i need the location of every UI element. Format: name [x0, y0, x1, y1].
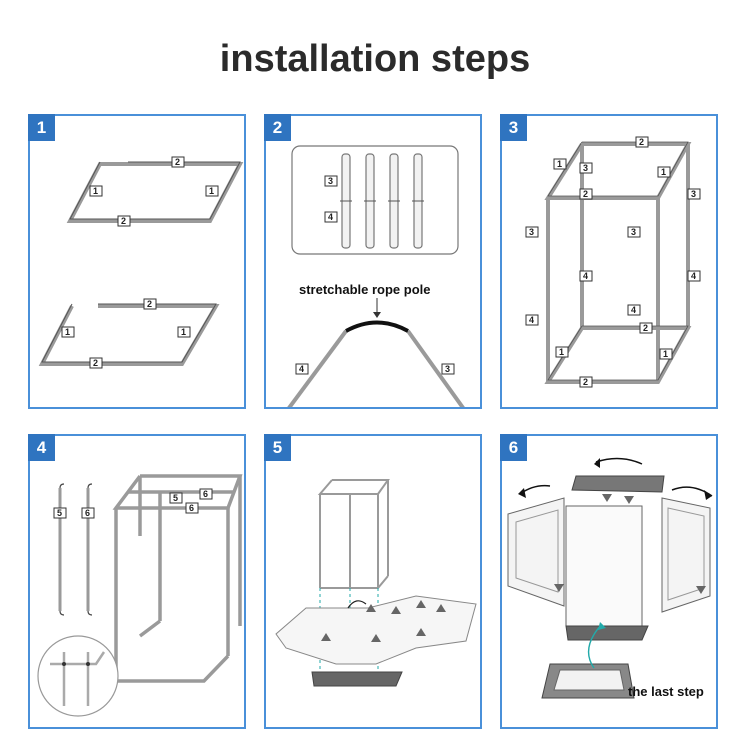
part-label: 2	[93, 358, 98, 368]
part-label: 1	[661, 167, 666, 177]
last-step-caption: the last step	[628, 684, 704, 699]
part-label: 2	[175, 157, 180, 167]
part-label: 4	[529, 315, 534, 325]
part-label: 1	[181, 327, 186, 337]
step-badge-2: 2	[264, 114, 291, 141]
step-panel-3: 3	[500, 114, 718, 409]
step-badge-4: 4	[28, 434, 55, 461]
step-6-diagram	[507, 457, 713, 699]
step-4-diagram: 5 6 5 6 6	[37, 474, 243, 717]
part-label: 3	[583, 163, 588, 173]
part-label: 1	[65, 327, 70, 337]
part-label: 1	[209, 186, 214, 196]
rope-pole	[345, 320, 409, 333]
step-panel-5: 5	[264, 434, 482, 729]
step-1-diagram: 2 1 1 2 2 1 1 2	[38, 156, 244, 369]
part-label: 1	[557, 159, 562, 169]
part-label: 4	[328, 212, 333, 222]
part-label: 2	[639, 137, 644, 147]
poles-box	[291, 145, 459, 255]
step-badge-1: 1	[28, 114, 55, 141]
part-label: 6	[189, 503, 194, 513]
step-panel-1: 1 2 1 1 2 2 1 1 2	[28, 114, 246, 409]
part-label: 4	[631, 305, 636, 315]
step-panel-2: 2 3 4 4	[264, 114, 482, 409]
step-badge-3: 3	[500, 114, 527, 141]
step-2-diagram: 3 4 4 3	[287, 145, 465, 407]
part-label: 6	[85, 508, 90, 518]
part-label: 2	[121, 216, 126, 226]
part-label: 5	[173, 493, 178, 503]
tent-top	[571, 475, 665, 493]
detail-inset	[37, 635, 119, 717]
part-label: 3	[529, 227, 534, 237]
part-label: 2	[147, 299, 152, 309]
page-title: installation steps	[219, 38, 531, 80]
part-label: 6	[203, 489, 208, 499]
part-label: 5	[57, 508, 62, 518]
part-label: 3	[445, 364, 450, 374]
part-label: 4	[299, 364, 304, 374]
step-panel-6: 6 the last step	[500, 434, 718, 729]
part-label: 4	[691, 271, 696, 281]
part-label: 2	[583, 189, 588, 199]
tent-fabric	[275, 595, 477, 665]
step-panel-4: 4 5 6	[28, 434, 246, 729]
part-label: 3	[631, 227, 636, 237]
step-badge-5: 5	[264, 434, 291, 461]
step-badge-6: 6	[500, 434, 527, 461]
step-5-diagram	[275, 479, 477, 687]
part-label: 2	[643, 323, 648, 333]
tent-base	[565, 625, 649, 641]
step-3-diagram: 2 1 3 1 2 3 3 3 4 4 4 4 2 1 1 2	[525, 136, 701, 388]
tent-base	[311, 671, 403, 687]
part-label: 3	[691, 189, 696, 199]
part-label: 1	[663, 349, 668, 359]
part-label: 3	[328, 176, 333, 186]
part-label: 4	[583, 271, 588, 281]
part-label: 1	[559, 347, 564, 357]
rope-pole-caption: stretchable rope pole	[299, 282, 431, 297]
part-label: 1	[93, 186, 98, 196]
part-label: 2	[583, 377, 588, 387]
